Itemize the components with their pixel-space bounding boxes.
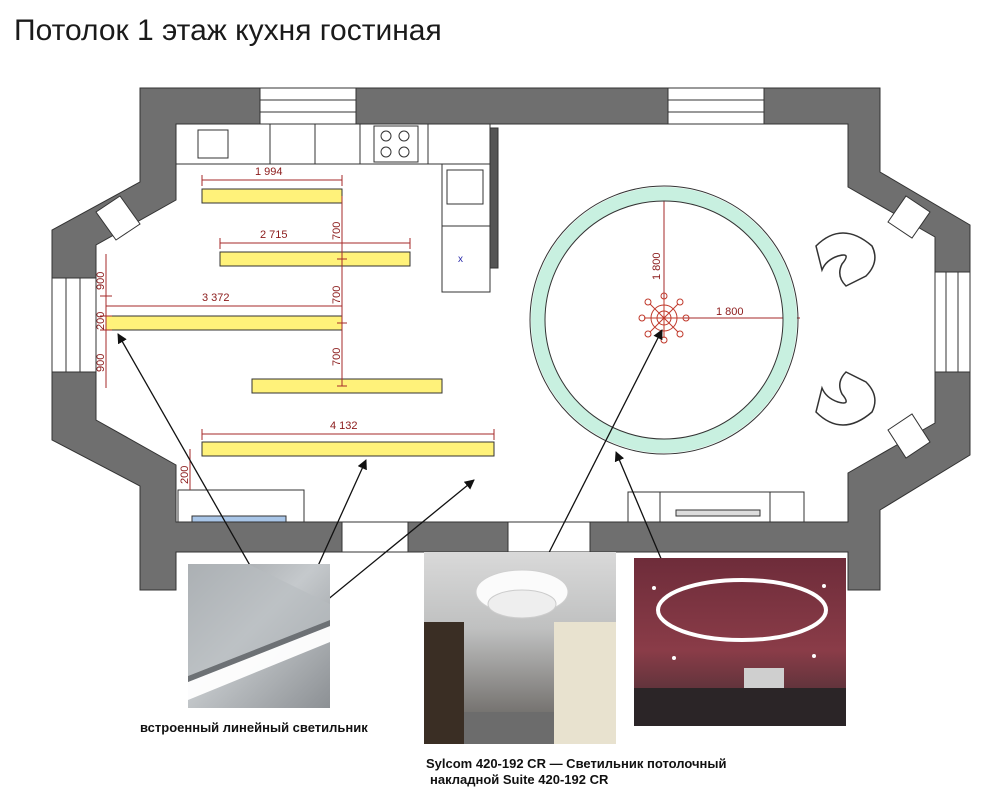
svg-text:x: x [458,254,463,265]
dim-left-900-top: 900 [95,272,107,290]
dim-strip2: 2 715 [260,229,288,241]
dim-left-200: 200 [95,312,107,330]
caption-chandelier-line2: накладной Suite 420-192 CR [430,772,609,787]
tv-console [627,491,805,523]
window-bay-right-top [887,195,931,239]
tv [675,509,761,517]
ring-light-illustration [634,578,846,726]
radiator [191,515,287,523]
dim-strip3: 3 372 [202,292,230,304]
dimension-lines [100,175,800,490]
led-strip-3 [105,315,343,331]
window-bay-right-bottom [887,413,931,459]
door-opening-left [341,521,409,553]
linear-light-illustration [188,564,330,700]
window-bay-left-top [95,195,141,241]
ring-light [529,185,799,455]
chandelier-illustration [424,569,616,744]
caption-linear-light: встроенный линейный светильник [140,720,368,735]
dimension-labels: 1 994 2 715 3 372 4 132 700 700 700 900 … [95,166,744,484]
photo-linear-light [188,564,330,708]
led-strips [105,188,495,457]
window-top-left [259,87,357,125]
photo-chandelier [424,552,616,744]
dim-strip1: 1 994 [255,166,283,178]
window-right [934,271,971,373]
cooktop [373,125,419,163]
window-left [51,277,97,373]
caption-chandelier-line1: Sylcom 420-192 CR — Светильник потолочны… [426,756,727,771]
page-title: Потолок 1 этаж кухня гостиная [14,14,442,47]
armchair-bottom [815,371,876,426]
armchairs [815,232,876,426]
chandelier-symbol [638,292,690,344]
dim-left-900-bottom: 900 [95,354,107,372]
oven [446,169,484,205]
dim-gap-a: 700 [331,222,343,240]
window-top-right [667,87,765,125]
sink [197,129,229,159]
dim-gap-c: 700 [331,348,343,366]
dim-strip4: 4 132 [330,420,358,432]
fridge-panel [489,127,499,269]
kitchen-furniture: x [175,123,805,523]
photo-ring-light [634,558,846,726]
led-strip-1 [201,188,343,204]
led-strip-5 [201,441,495,457]
armchair-top [815,232,876,287]
dim-circle-vertical: 1 800 [651,252,663,280]
dim-left-200-bottom: 200 [179,466,191,484]
led-strip-2 [219,251,411,267]
door-opening-right [507,521,591,553]
dim-gap-b: 700 [331,286,343,304]
dim-circle-horizontal: 1 800 [716,306,744,318]
